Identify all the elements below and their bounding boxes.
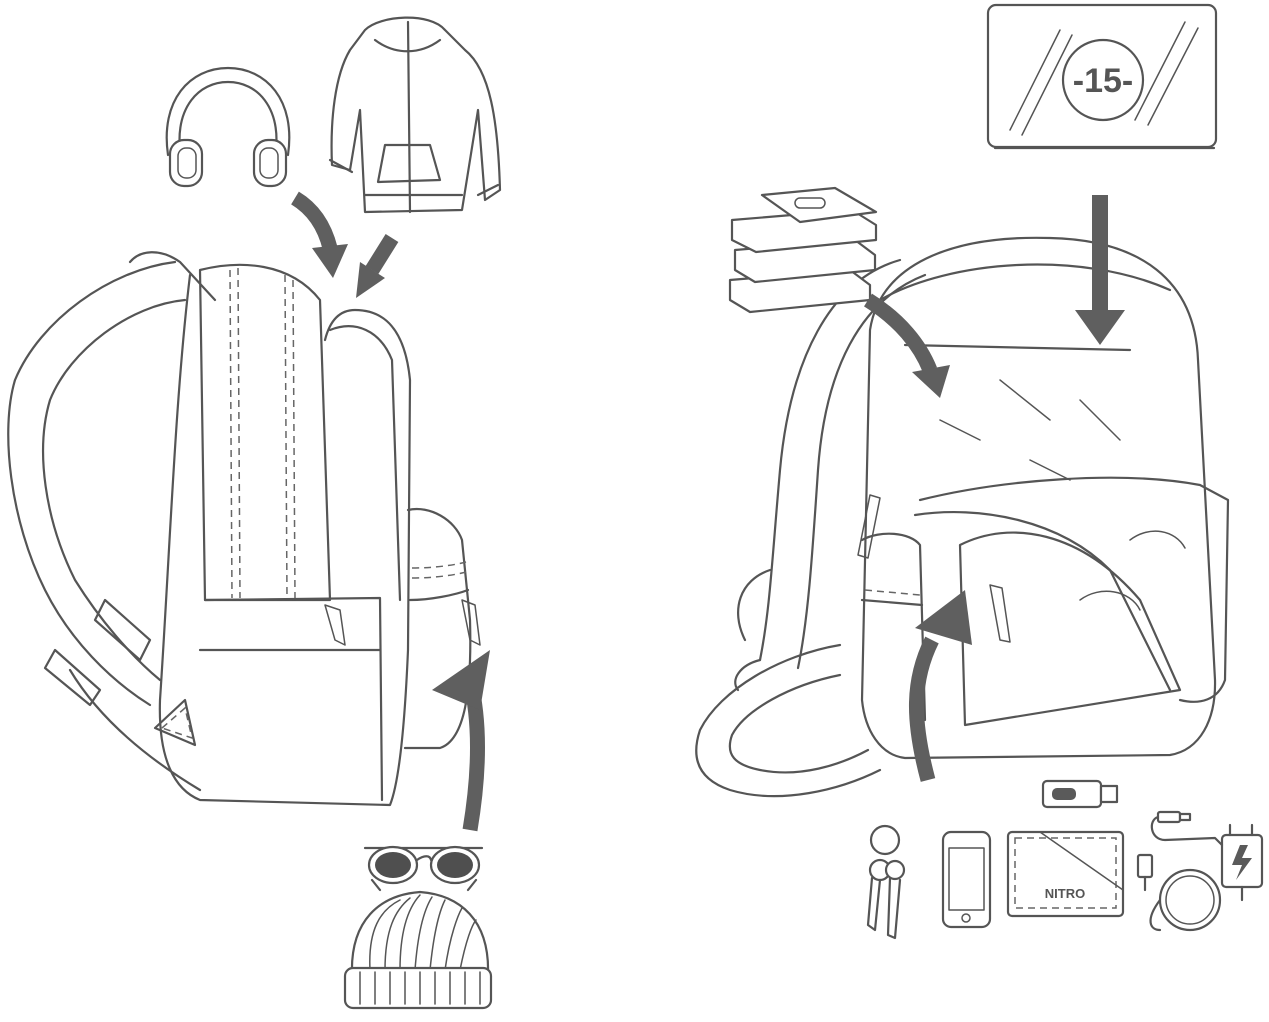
backpack-open-view xyxy=(695,236,1230,798)
backpack-side-view xyxy=(7,251,481,807)
wallet-icon: NITRO xyxy=(1006,830,1125,918)
arrow-accessories xyxy=(432,650,490,832)
books-icon xyxy=(728,186,878,314)
keys-icon xyxy=(866,824,906,940)
usb-stick-icon xyxy=(1041,779,1119,809)
arrow-books xyxy=(863,293,950,398)
hoodie-icon xyxy=(328,16,502,214)
arrow-small-items xyxy=(908,590,972,782)
sunglasses-icon xyxy=(363,845,484,892)
arrow-hoodie xyxy=(356,234,399,298)
beanie-icon xyxy=(343,890,493,1010)
wallet-brand: NITRO xyxy=(1045,886,1085,901)
laptop-size-label: -15- xyxy=(1073,62,1133,100)
charger-cable-icon xyxy=(1136,810,1264,932)
smartphone-icon xyxy=(941,830,992,929)
arrow-laptop xyxy=(1075,195,1125,345)
arrow-headphones xyxy=(290,191,348,278)
headphones-icon xyxy=(165,66,291,188)
laptop-icon: -15- xyxy=(986,3,1218,150)
